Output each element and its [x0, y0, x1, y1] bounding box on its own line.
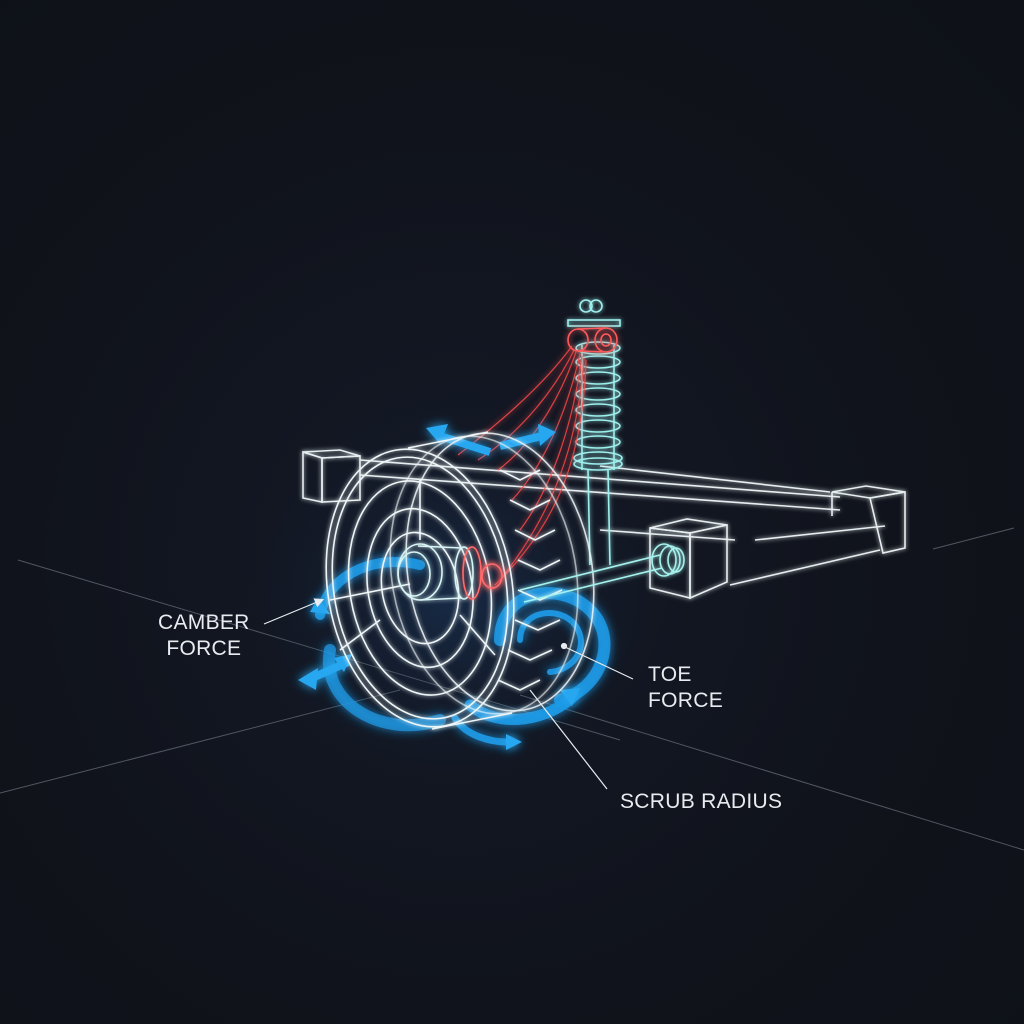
toe-label-line1: TOE	[648, 663, 692, 686]
toe-leader	[564, 646, 634, 680]
toe-force-label: TOE FORCE	[648, 662, 723, 714]
scrub-label-text: SCRUB RADIUS	[620, 790, 783, 813]
tie-rod	[519, 543, 685, 603]
hub-spindle	[397, 543, 503, 601]
leader-lines	[263, 598, 634, 790]
camber-label-line1: CAMBER	[158, 611, 250, 634]
camber-label-line2: FORCE	[166, 637, 242, 660]
scrub-leader	[529, 689, 608, 790]
camber-leader	[263, 598, 325, 625]
camber-force-label: CAMBER FORCE	[158, 610, 250, 662]
toe-label-line2: FORCE	[648, 689, 723, 712]
scrub-radius-label: SCRUB RADIUS	[620, 789, 782, 815]
force-arrow-heads	[298, 424, 580, 750]
wheel-wireframe	[325, 431, 595, 730]
shock-top-mount	[567, 327, 618, 353]
